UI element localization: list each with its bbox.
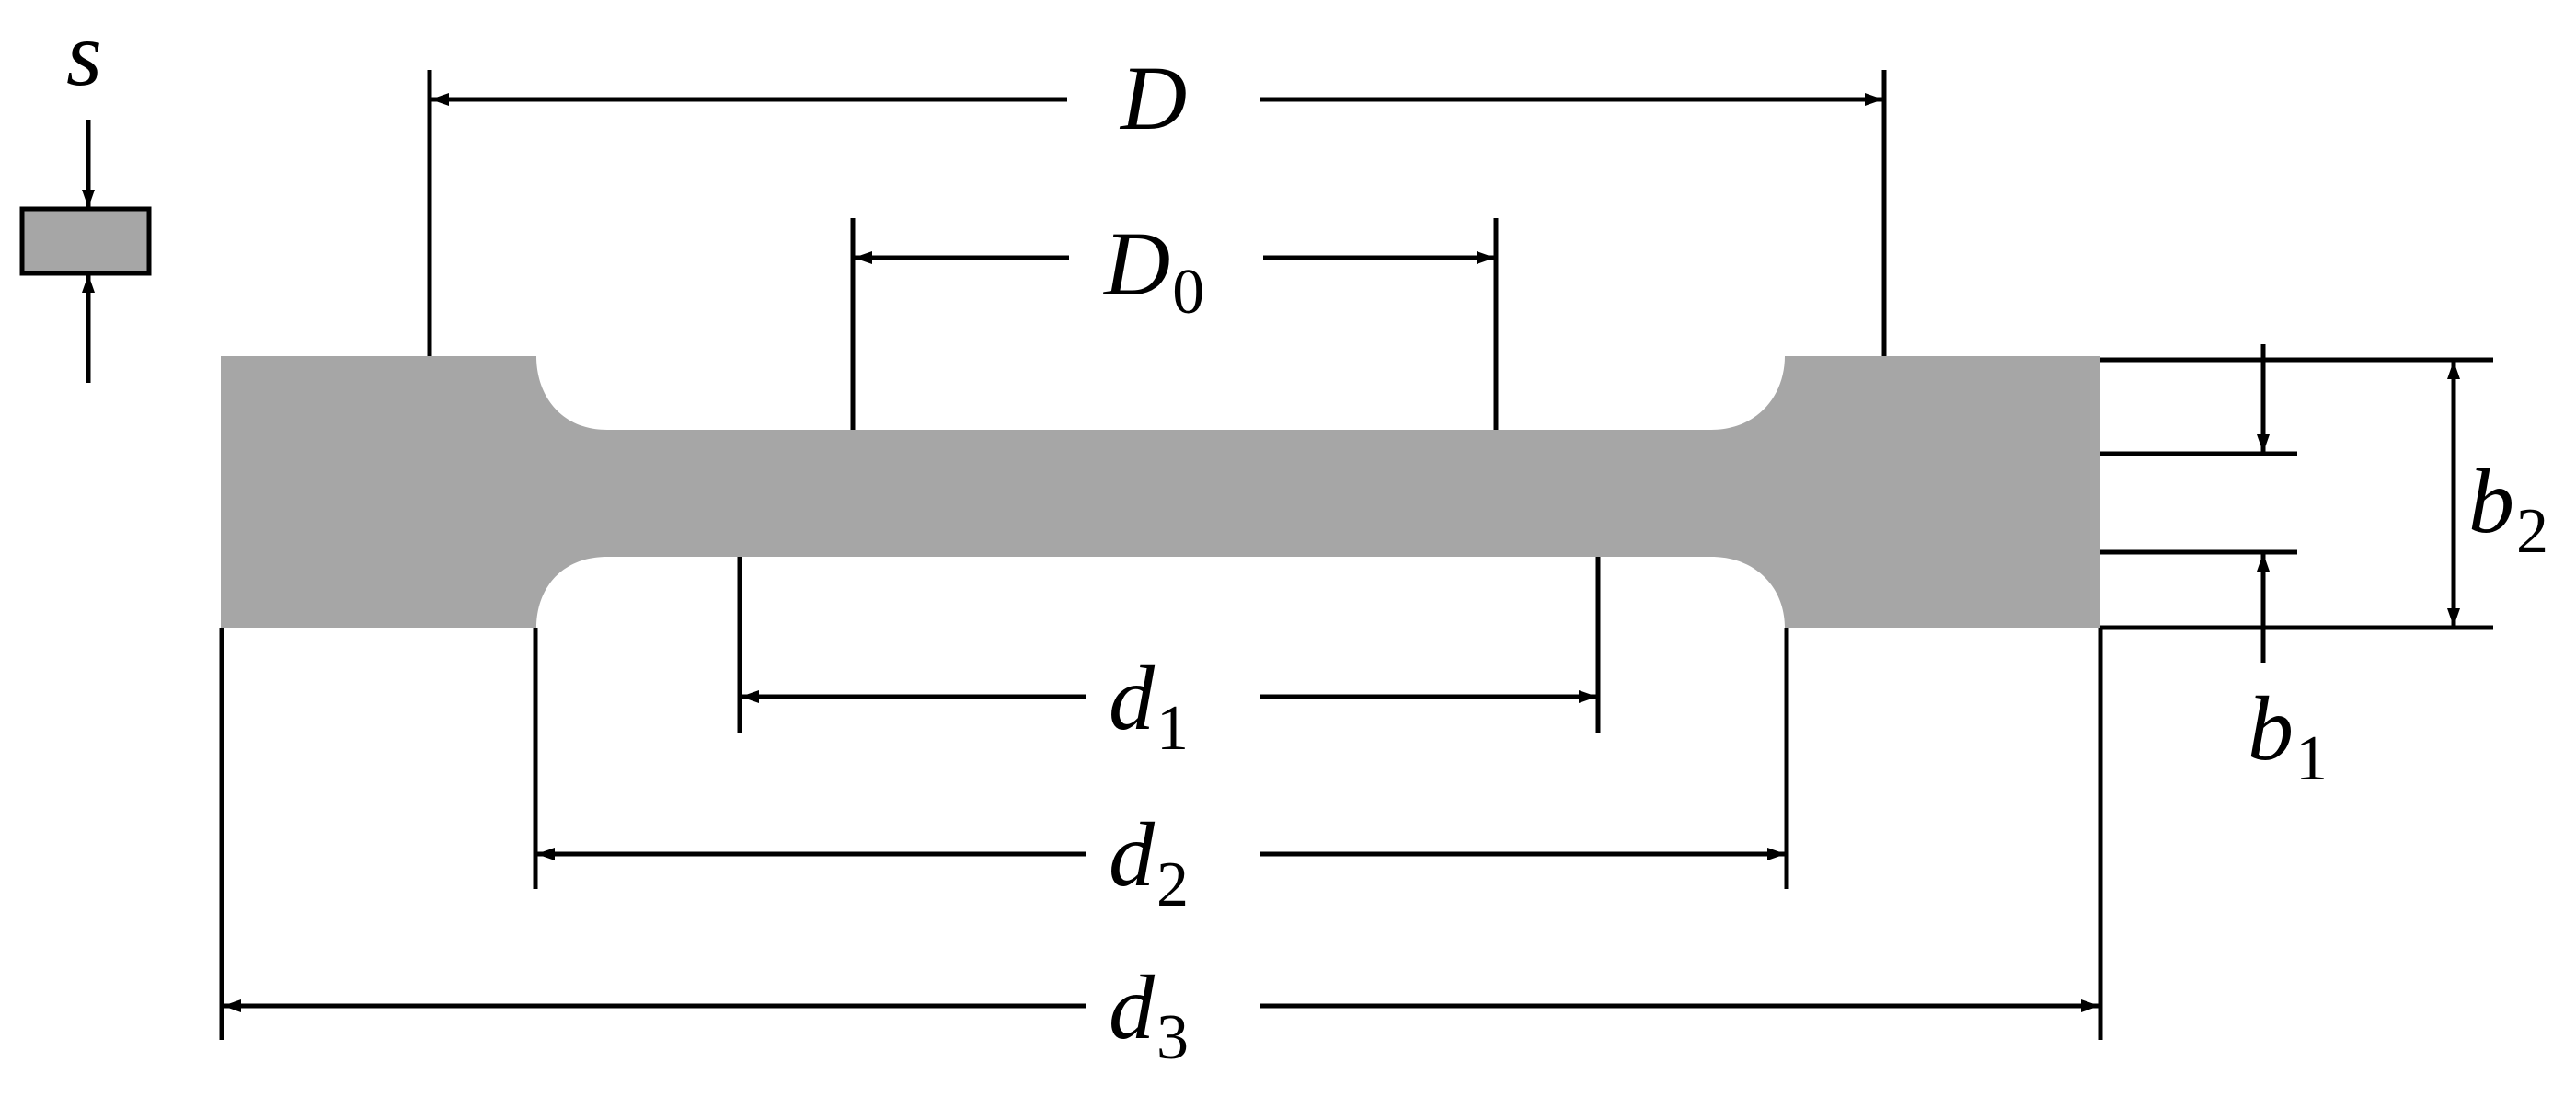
label-d2: d2 [1109,803,1189,920]
label-D0: D0 [1102,213,1204,328]
dimension-D0 [850,218,1499,430]
label-d3: d3 [1109,956,1189,1073]
label-d1: d1 [1109,647,1189,764]
dimension-d2 [533,628,1789,889]
dimension-d1 [737,557,1601,733]
label-b1: b1 [2248,677,2328,794]
dimension-b [2100,344,2493,663]
dimension-d3 [219,628,2103,1040]
label-s: s [66,3,102,105]
thickness-block [19,206,152,276]
dimension-D [427,70,1887,356]
specimen-shape [221,356,2100,628]
label-b2: b2 [2468,450,2548,567]
label-D: D [1119,47,1187,149]
thickness-indicator [19,120,152,383]
